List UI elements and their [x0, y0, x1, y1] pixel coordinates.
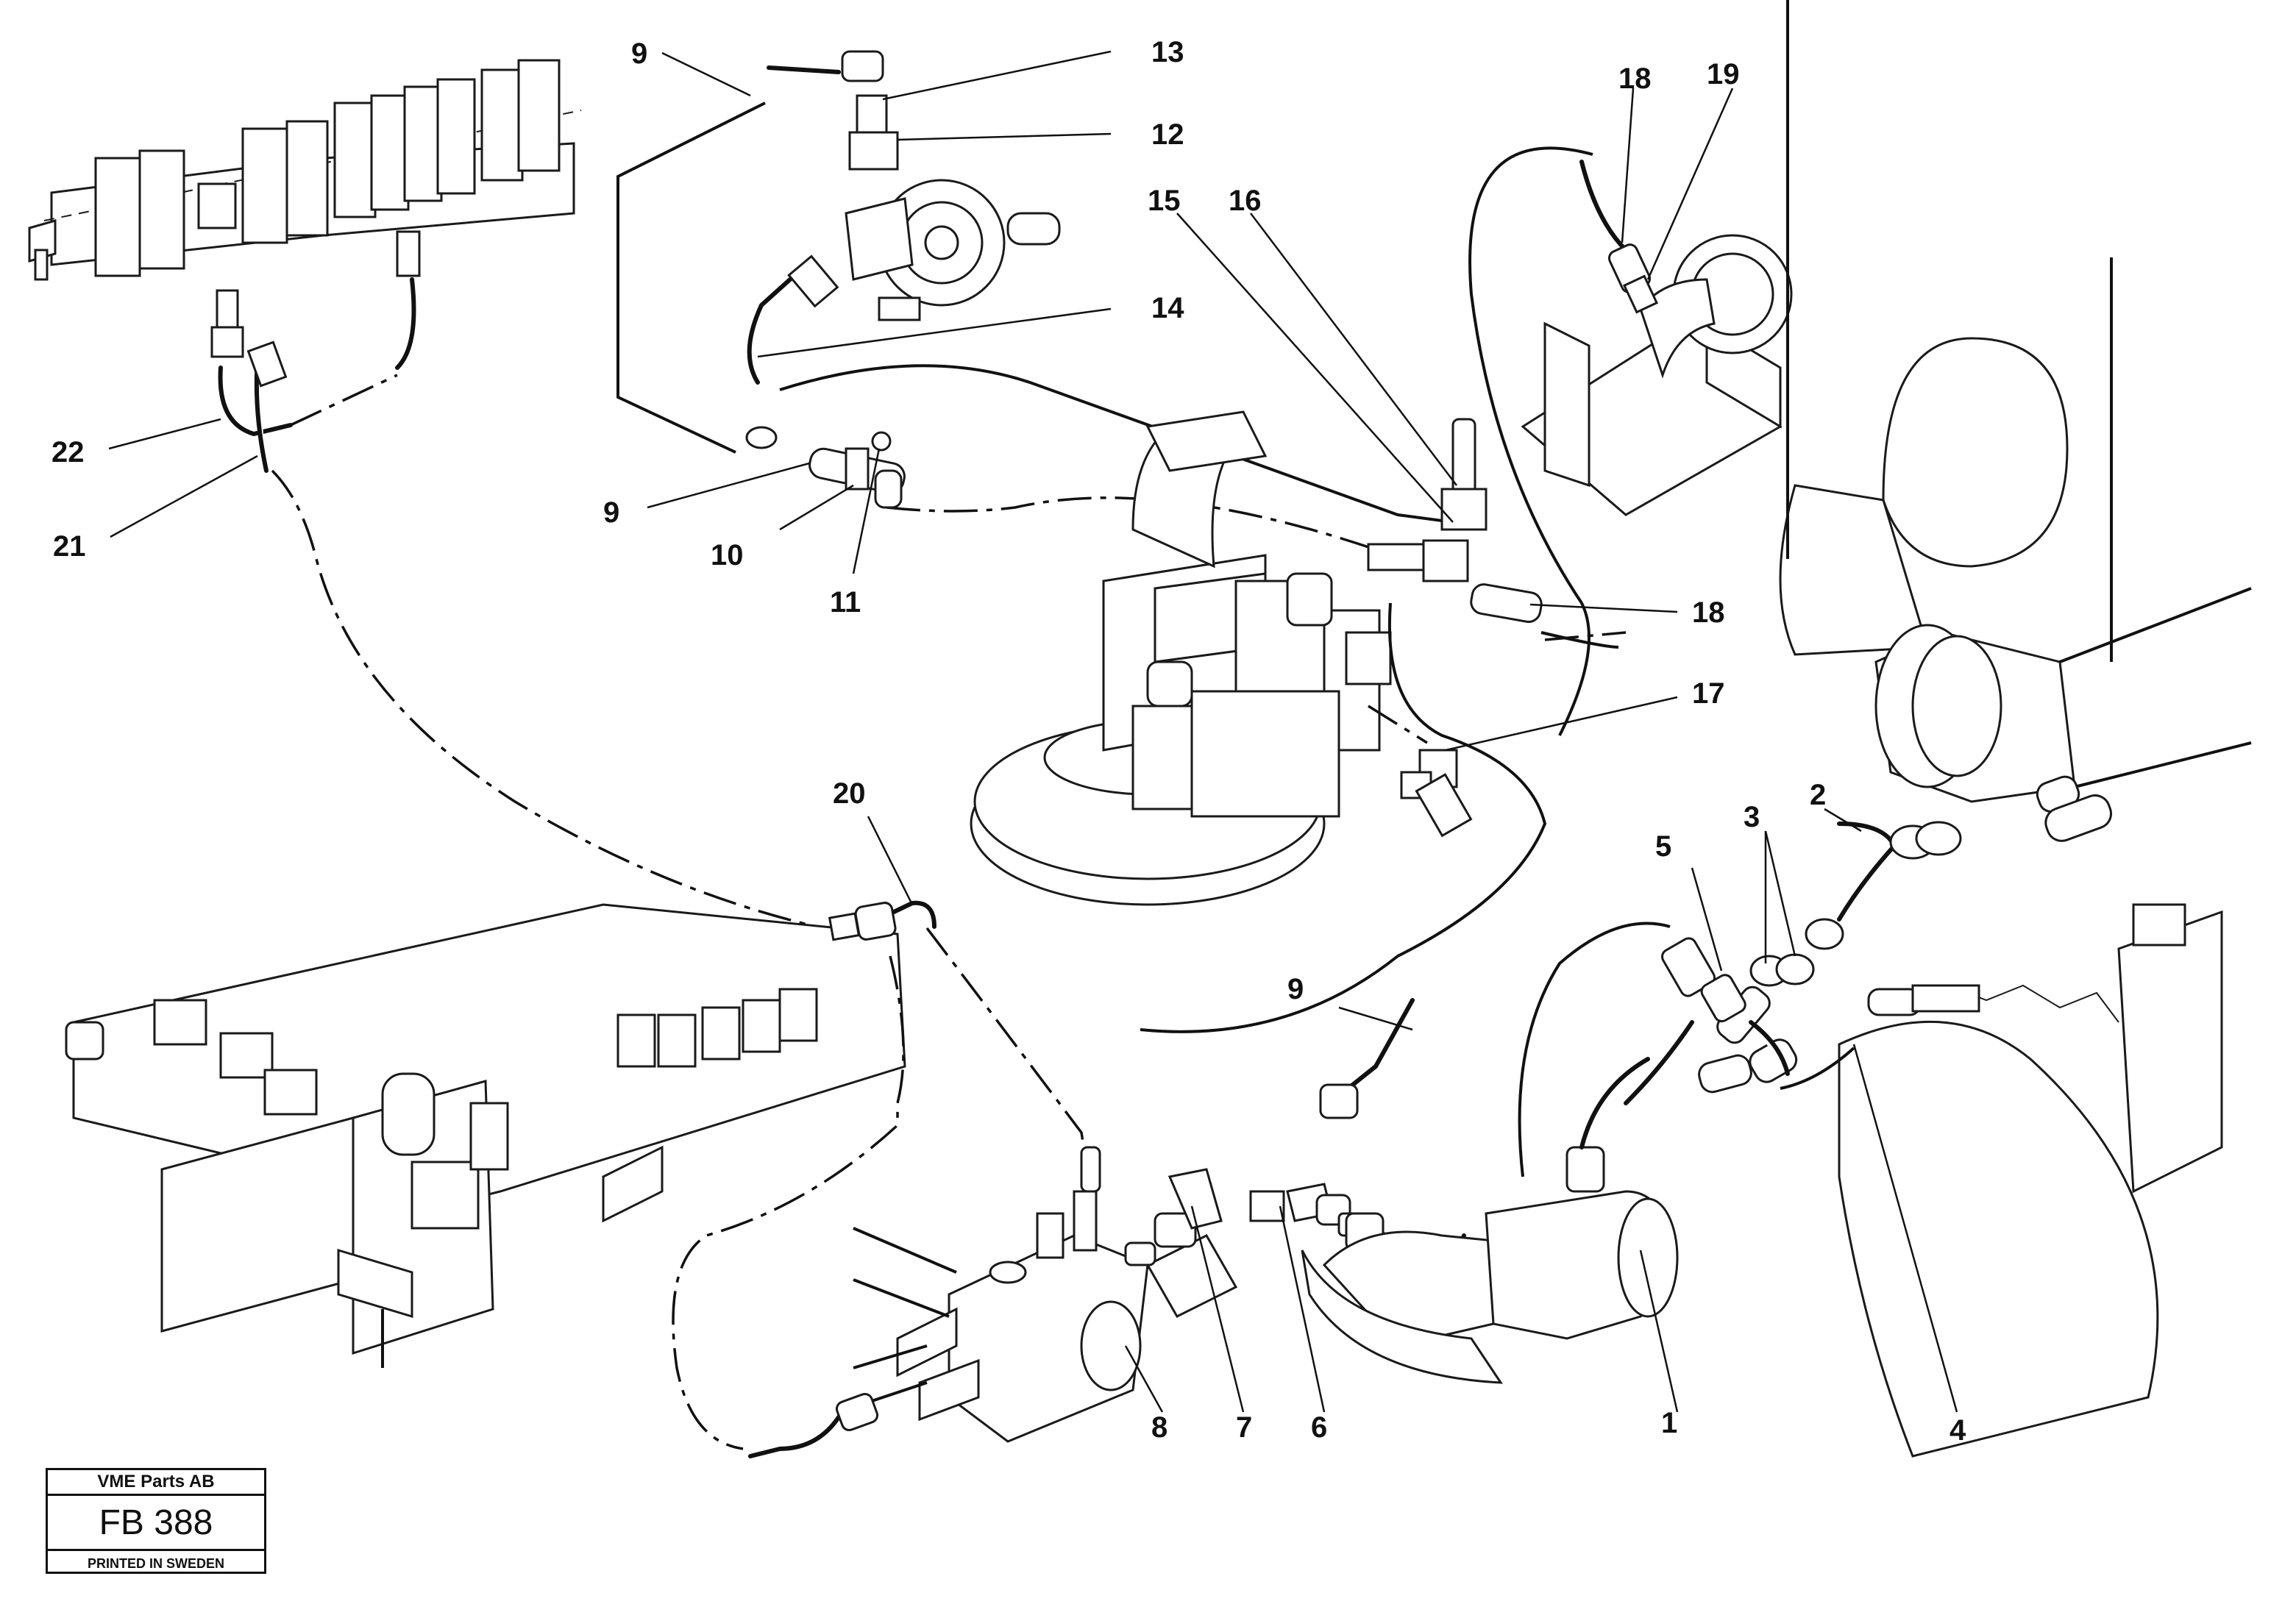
cooler-cylinder — [1301, 985, 1798, 1384]
lower-valve-block — [748, 1146, 1238, 1458]
pipe-left-loop — [672, 955, 905, 1450]
top-valve-bank — [28, 59, 582, 281]
callout-22: 22 — [51, 436, 85, 468]
callout-4: 4 — [1950, 1414, 1966, 1447]
callout-5: 5 — [1655, 830, 1671, 863]
fitting-20 — [828, 900, 936, 941]
clamp-parts — [745, 426, 906, 509]
callout-19: 19 — [1707, 58, 1740, 90]
pipe-17-loop — [1140, 602, 1547, 1033]
callout-18-top: 18 — [1618, 63, 1652, 95]
callout-9-mid: 9 — [603, 496, 619, 529]
central-valve-assembly — [970, 410, 1392, 906]
callout-9-lower: 9 — [1287, 973, 1304, 1005]
title-block-printed: PRINTED IN SWEDEN — [87, 1555, 224, 1571]
callout-13: 13 — [1151, 36, 1184, 68]
callout-21: 21 — [53, 530, 86, 563]
callout-10: 10 — [711, 539, 744, 571]
callout-11: 11 — [830, 586, 861, 619]
pipe-20-run — [925, 927, 1088, 1207]
leader-lines — [108, 50, 1958, 1413]
callout-9-top: 9 — [631, 38, 647, 70]
hose-5 — [1661, 937, 1790, 1076]
fittings-6-7 — [1124, 1168, 1370, 1266]
callout-14: 14 — [1151, 292, 1184, 324]
callout-20: 20 — [833, 777, 866, 810]
title-block: VME Parts AB FB 388 PRINTED IN SWEDEN — [46, 1468, 266, 1574]
pump-assembly — [747, 50, 1061, 385]
lower-left-valve-assembly — [65, 903, 906, 1368]
title-block-company: VME Parts AB — [48, 1470, 264, 1496]
callout-6: 6 — [1311, 1411, 1327, 1444]
callout-2: 2 — [1810, 779, 1826, 811]
callout-12: 12 — [1151, 118, 1184, 151]
upper-right-bracket — [1521, 160, 1793, 516]
pipe-14-line — [779, 364, 1454, 524]
callout-15: 15 — [1148, 185, 1181, 217]
title-block-code: FB 388 — [48, 1496, 264, 1551]
callout-17: 17 — [1692, 677, 1725, 710]
gear-housing — [1838, 903, 2223, 1458]
callout-7: 7 — [1236, 1411, 1252, 1444]
large-air-duct — [1779, 0, 2252, 842]
callout-3: 3 — [1744, 801, 1760, 833]
fittings-15-16-18 — [1367, 418, 1627, 649]
callout-1: 1 — [1661, 1407, 1677, 1439]
fittings-21-22 — [210, 230, 421, 473]
callout-8: 8 — [1151, 1411, 1167, 1444]
hose-4 — [1780, 1047, 1855, 1090]
clamps-2-3 — [1749, 821, 1962, 987]
callout-18-mid: 18 — [1692, 596, 1725, 629]
pipe-9-mid — [886, 496, 1443, 575]
pipe-18-loop — [1468, 146, 1593, 736]
callout-labels: 1 2 3 4 5 6 7 8 9 9 9 10 11 12 13 14 15 … — [51, 36, 1966, 1447]
pipe-21-run — [271, 469, 817, 928]
callout-16: 16 — [1229, 185, 1262, 217]
pipe-9-top — [616, 101, 766, 454]
fittings-17 — [1368, 705, 1473, 838]
